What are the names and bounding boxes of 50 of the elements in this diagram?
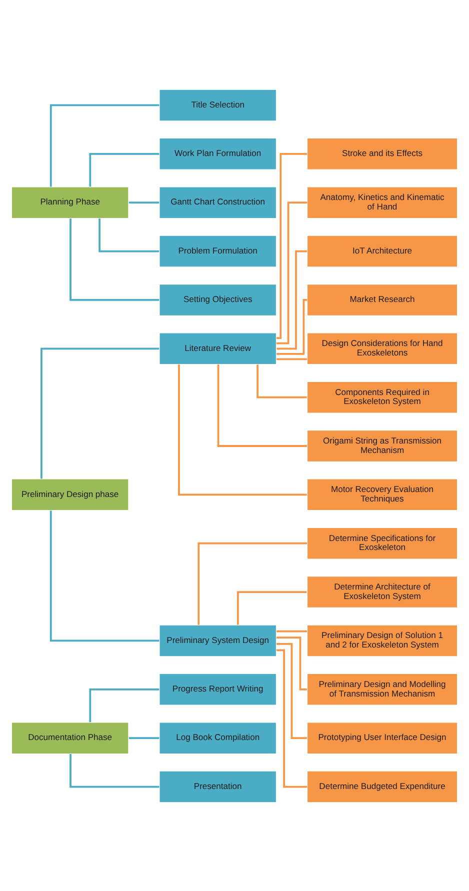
node-box: Log Book Compilation	[158, 721, 277, 754]
connector	[276, 630, 307, 632]
connector	[128, 736, 160, 739]
node-box: Title Selection	[158, 88, 277, 121]
node-box: Design Considerations for Hand Exoskeletons	[306, 332, 458, 364]
node-box: Setting Objectives	[158, 283, 277, 316]
node-box: Determine Architecture of Exoskeleton System	[306, 575, 458, 608]
node-box: Planning Phase	[11, 186, 130, 218]
connector	[276, 636, 307, 690]
connector	[276, 250, 307, 350]
connector	[40, 347, 160, 478]
node-box: Work Plan Formulation	[158, 137, 277, 170]
connector	[276, 648, 308, 788]
connector	[50, 510, 160, 642]
node-box: Documentation Phase	[11, 721, 130, 754]
connector	[236, 590, 307, 624]
connector	[217, 364, 307, 446]
connector	[276, 152, 308, 339]
node-box: Stroke and its Effects	[306, 137, 458, 170]
connector	[276, 358, 307, 360]
connector	[89, 688, 160, 722]
node-box: Preliminary Design phase	[11, 478, 130, 510]
connector	[70, 218, 160, 300]
node-box: Motor Recovery Evaluation Techniques	[306, 478, 458, 510]
connector	[198, 542, 308, 624]
connector	[178, 364, 307, 496]
node-box: Determine Specifications for Exoskeleton	[306, 526, 458, 560]
connector	[70, 754, 160, 788]
node-box: Preliminary Design of Solution 1 and 2 for Exoskeleton System	[306, 624, 458, 656]
node-box: Origami String as Transmission Mechanism	[306, 429, 458, 462]
node-box: Problem Formulation	[158, 234, 277, 267]
node-box: Determine Budgeted Expenditure	[306, 770, 458, 803]
connector	[128, 201, 160, 204]
node-box: IoT Architecture	[306, 234, 458, 267]
node-box: Components Required in Exoskeleton System	[306, 380, 458, 414]
node-box: Gantt Chart Construction	[158, 186, 277, 218]
connector	[276, 298, 308, 354]
node-box: Preliminary System Design	[158, 624, 277, 656]
connector	[256, 364, 307, 398]
node-box: Market Research	[306, 283, 458, 316]
connector	[98, 218, 160, 252]
node-box: Anatomy, Kinetics and Kinematic of Hand	[306, 186, 458, 218]
node-box: Literature Review	[158, 332, 277, 364]
connector	[50, 104, 160, 186]
node-box: Preliminary Design and Modelling of Transmission Mechanism	[306, 672, 458, 706]
node-box: Presentation	[158, 770, 277, 803]
node-box: Prototyping User Interface Design	[306, 721, 458, 754]
connector	[276, 201, 308, 344]
node-box: Progress Report Writing	[158, 672, 277, 706]
connector	[89, 152, 160, 186]
